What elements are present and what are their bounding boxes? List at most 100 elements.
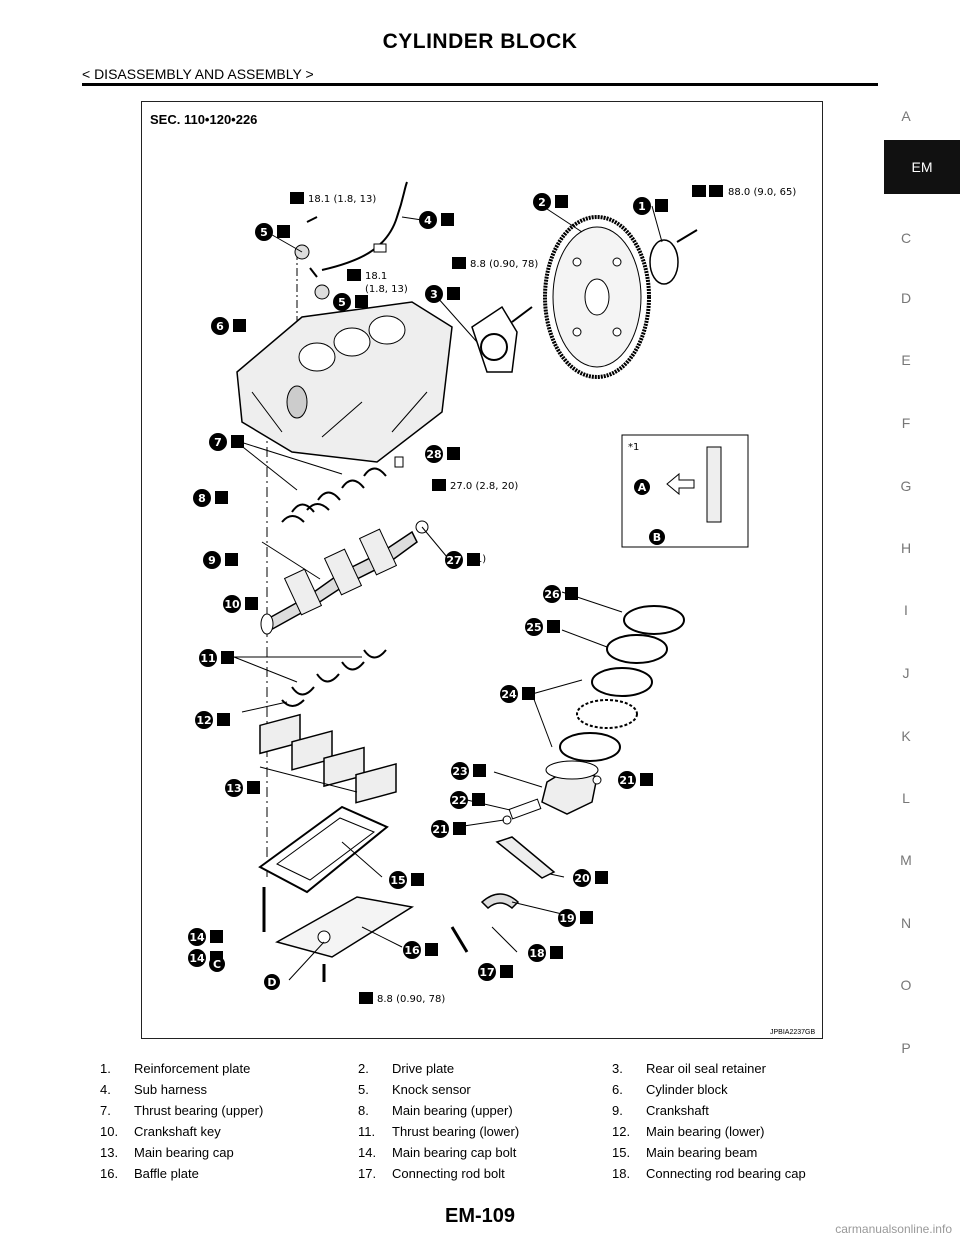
legend-number: 5. [358, 1082, 369, 1097]
service-symbol-icon [221, 651, 234, 664]
side-index-p[interactable]: P [901, 1040, 911, 1056]
callout-9-bubble [203, 551, 221, 569]
callout-3-bubble [425, 285, 443, 303]
legend-number: 10. [100, 1124, 119, 1139]
side-index-h[interactable]: H [900, 540, 912, 556]
main-bearing-cap-drawing [259, 713, 397, 804]
service-symbol-icon [472, 793, 485, 806]
rear-oil-seal-retainer-drawing [471, 305, 533, 373]
callout-12-bubble [195, 711, 213, 729]
service-symbol-icon [555, 195, 568, 208]
callout-14: 14 [189, 952, 205, 965]
callout-16: 16 [404, 944, 420, 957]
side-index-c[interactable]: C [900, 230, 912, 246]
callout-6-bubble [211, 317, 229, 335]
inset-detail: *1 [621, 434, 749, 548]
watermark: carmanualsonline.info [835, 1222, 952, 1236]
side-index-k[interactable]: K [901, 728, 911, 744]
callout-14: 14 [189, 931, 205, 944]
side-index-j[interactable]: J [902, 665, 910, 681]
connecting-rod-drawing [480, 836, 556, 910]
service-symbol-icon [247, 781, 260, 794]
service-symbol-icon [355, 295, 368, 308]
letter-b-bubble [649, 529, 665, 545]
harness-connector [373, 243, 387, 253]
torque-label: 8.8 (0.90, 78) [470, 259, 538, 270]
callout-28-bubble [425, 445, 443, 463]
callout-19-bubble [558, 909, 576, 927]
knock-sensor-drawing [314, 284, 330, 300]
side-index-o[interactable]: O [900, 977, 912, 993]
legend-number: 16. [100, 1166, 119, 1181]
side-index-n[interactable]: N [900, 915, 912, 931]
callout-24: 24 [501, 688, 517, 701]
legend-number: 9. [612, 1103, 623, 1118]
callout-2: 2 [538, 196, 546, 209]
side-index-f[interactable]: F [901, 415, 911, 431]
torque-label: 27.0 (2.8, 20) [450, 481, 518, 492]
callout-18-bubble [528, 944, 546, 962]
torque-label: (1.8, 13) [365, 284, 408, 295]
callout-27: 27 [446, 554, 461, 567]
legend-number: 13. [100, 1145, 119, 1160]
callout-1-bubble [633, 197, 651, 215]
callout-7: 7 [214, 436, 222, 449]
callout-15: 15 [390, 874, 405, 887]
thrust-bearing-lower-drawing [291, 649, 387, 696]
side-index-a[interactable]: A [901, 108, 911, 124]
callout-13: 13 [226, 782, 241, 795]
callout-9: 9 [208, 554, 216, 567]
callout-1: 1 [638, 200, 646, 213]
side-index-m[interactable]: M [900, 852, 912, 868]
piston-drawing [502, 760, 602, 825]
legend-number: 1. [100, 1061, 111, 1076]
service-symbol-icon [500, 965, 513, 978]
legend-label: Connecting rod bolt [392, 1166, 505, 1181]
legend-label: Knock sensor [392, 1082, 471, 1097]
side-index-em[interactable]: EM [884, 140, 960, 194]
side-index-g[interactable]: G [900, 478, 912, 494]
callout-15-bubble [389, 871, 407, 889]
legend-number: 15. [612, 1145, 631, 1160]
letter-a-bubble [634, 479, 650, 495]
callout-2-bubble [533, 193, 551, 211]
service-symbol-icon [565, 587, 578, 600]
page-subtitle: < DISASSEMBLY AND ASSEMBLY > [82, 66, 314, 82]
callout-13-bubble [225, 779, 243, 797]
cylinder-block-drawing [236, 301, 453, 463]
legend-label: Baffle plate [134, 1166, 199, 1181]
legend-number: 8. [358, 1103, 369, 1118]
callout-3: 3 [430, 288, 438, 301]
service-symbol-icon [233, 319, 246, 332]
callout-21-bubble [431, 820, 449, 838]
callout-4: 4 [424, 214, 432, 227]
side-index-l[interactable]: L [902, 790, 910, 806]
exploded-view-figure: SEC. 110•120•226 *1 [141, 101, 823, 1039]
callout-14-bubble [188, 949, 206, 967]
callout-16-bubble [403, 941, 421, 959]
callout-5: 5 [260, 226, 268, 239]
letter-d-bubble [264, 974, 280, 990]
callout-14-bubble [188, 928, 206, 946]
service-symbol-icon [217, 713, 230, 726]
section-label: SEC. 110•120•226 [150, 112, 257, 127]
service-symbol-icon [231, 435, 244, 448]
service-symbol-icon [447, 447, 460, 460]
connecting-rod-bolt-drawing [450, 926, 469, 953]
legend-number: 12. [612, 1124, 631, 1139]
legend-label: Main bearing beam [646, 1145, 758, 1160]
service-symbol-icon [640, 773, 653, 786]
sub-harness-drawing [321, 181, 408, 271]
torque-label: 18.1 (1.8, 13) [308, 194, 376, 205]
legend-number: 17. [358, 1166, 377, 1181]
callout-22: 22 [451, 794, 466, 807]
callout-22-bubble [450, 791, 468, 809]
side-index-d[interactable]: D [900, 290, 912, 306]
legend-label: Cylinder block [646, 1082, 728, 1097]
side-index-i[interactable]: I [904, 602, 908, 618]
side-index-e[interactable]: E [901, 352, 911, 368]
service-symbol-icon [210, 930, 223, 943]
callout-21-bubble [618, 771, 636, 789]
